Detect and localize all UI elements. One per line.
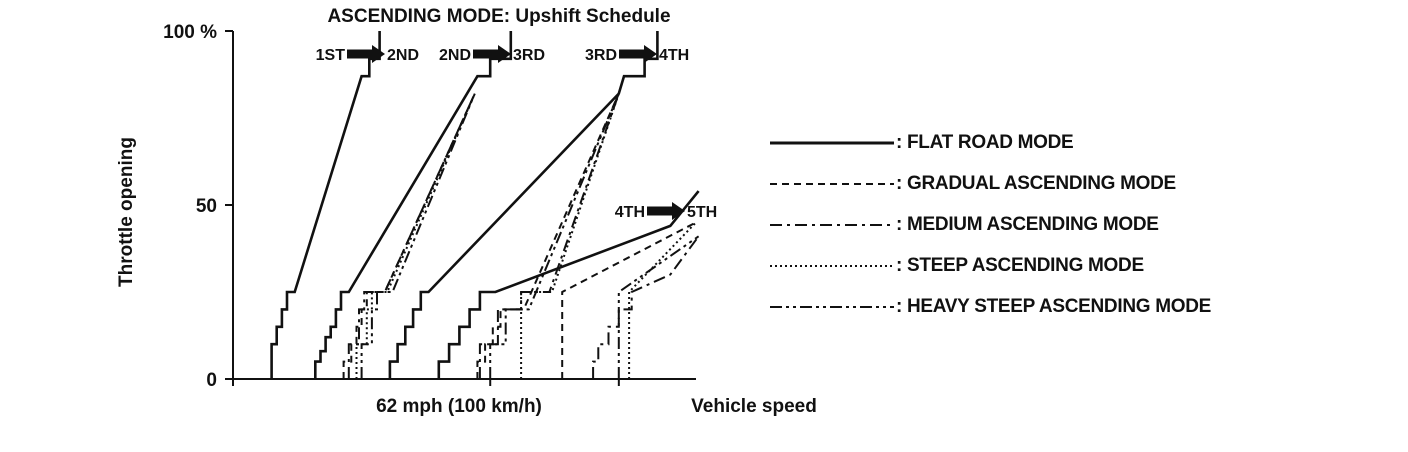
shift-arrow-icon bbox=[347, 45, 385, 63]
legend-swatch-dashdot bbox=[770, 223, 894, 226]
y-tick-label: 100 % bbox=[163, 22, 217, 43]
shift-to-label: 2ND bbox=[387, 47, 419, 64]
shift-arrow-icon bbox=[619, 45, 657, 63]
y-tick-label: 0 bbox=[206, 370, 217, 391]
shift-to-label: 4TH bbox=[659, 47, 689, 64]
series-line-dashdotdot-3 bbox=[617, 235, 700, 379]
series-line-dot-1 bbox=[355, 93, 476, 379]
series-line-dashdotdot-2 bbox=[489, 93, 620, 379]
series-line-solid-4 bbox=[437, 190, 700, 379]
legend-item-dashdot: : MEDIUM ASCENDING MODE bbox=[768, 204, 1328, 245]
shift-arrow-icon bbox=[473, 45, 511, 63]
series-line-dot-2 bbox=[520, 93, 620, 379]
series-solid bbox=[270, 31, 700, 379]
series-dot bbox=[355, 93, 697, 379]
series-line-solid-1 bbox=[270, 31, 381, 379]
shift-from-label: 1ST bbox=[316, 47, 346, 64]
shift-to-label: 3RD bbox=[513, 47, 545, 64]
legend-swatch-solid bbox=[770, 141, 894, 144]
legend-swatch-dot bbox=[770, 264, 894, 267]
y-tick-labels: 0 50 100 % bbox=[163, 22, 217, 391]
shift-to-label: 5TH bbox=[687, 204, 717, 221]
legend-swatch-dash bbox=[770, 182, 894, 185]
series-line-dashdotdot-1 bbox=[360, 93, 476, 379]
y-tick-label: 50 bbox=[196, 196, 217, 217]
series-line-dashdot-3 bbox=[592, 235, 700, 379]
shift-label-1: 1ST 2ND bbox=[316, 45, 419, 64]
chart-title: ASCENDING MODE: Upshift Schedule bbox=[327, 6, 670, 27]
series-line-solid-3 bbox=[388, 31, 659, 379]
legend-label: : GRADUAL ASCENDING MODE bbox=[896, 172, 1176, 194]
x-axis-label: Vehicle speed bbox=[691, 396, 817, 417]
shift-from-label: 3RD bbox=[585, 47, 617, 64]
series-lines bbox=[270, 31, 700, 379]
legend-label: : MEDIUM ASCENDING MODE bbox=[896, 213, 1159, 235]
y-axis-label: Throttle opening bbox=[116, 137, 137, 287]
shift-arrow-icon bbox=[647, 202, 685, 220]
legend-swatch-dashdotdot bbox=[770, 305, 894, 308]
x-tick-label: 62 mph (100 km/h) bbox=[376, 396, 542, 417]
legend-item-dashdotdot: : HEAVY STEEP ASCENDING MODE bbox=[768, 286, 1328, 327]
shift-from-label: 4TH bbox=[615, 204, 645, 221]
series-line-solid-2 bbox=[313, 31, 513, 379]
series-line-dash-3 bbox=[561, 221, 697, 379]
series-dashdotdot bbox=[360, 93, 700, 379]
series-line-dashdot-1 bbox=[347, 93, 476, 379]
series-line-dashdot-2 bbox=[478, 93, 620, 379]
shift-label-3: 3RD 4TH bbox=[585, 45, 689, 64]
legend-item-solid: : FLAT ROAD MODE bbox=[768, 122, 1328, 163]
legend-item-dash: : GRADUAL ASCENDING MODE bbox=[768, 163, 1328, 204]
legend-label: : HEAVY STEEP ASCENDING MODE bbox=[896, 295, 1212, 317]
shift-label-2: 2ND 3RD bbox=[439, 45, 545, 64]
shift-label-4: 4TH 5TH bbox=[615, 202, 717, 221]
shift-labels: 1ST 2ND 2ND 3RD 3RD 4TH 4TH 5TH bbox=[316, 45, 717, 221]
shift-from-label: 2ND bbox=[439, 47, 471, 64]
legend-label: : STEEP ASCENDING MODE bbox=[896, 254, 1144, 276]
legend: : FLAT ROAD MODE : GRADUAL ASCENDING MODE… bbox=[768, 122, 1328, 327]
series-line-dot-3 bbox=[628, 221, 697, 379]
legend-label: : FLAT ROAD MODE bbox=[896, 131, 1074, 153]
legend-item-dot: : STEEP ASCENDING MODE bbox=[768, 245, 1328, 286]
